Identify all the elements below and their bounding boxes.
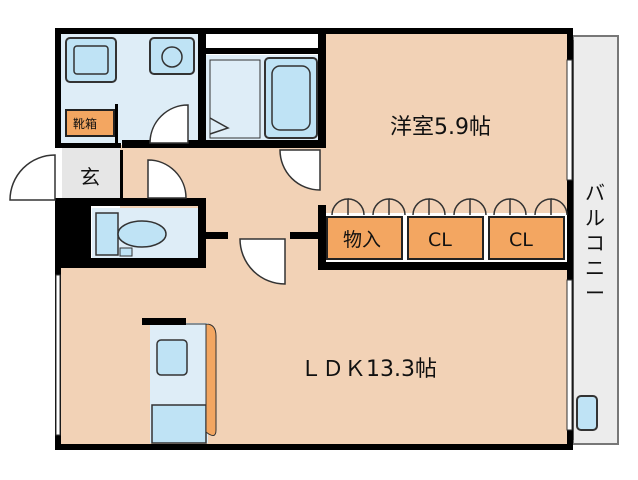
closet-2-box [488, 216, 565, 260]
shoe-box-label: 靴箱 [73, 116, 97, 131]
closet-2-label: CL [509, 229, 533, 251]
counter-icon [186, 323, 217, 436]
storage-label: 物入 [343, 229, 381, 251]
sink-icon [156, 339, 188, 376]
closet-1-label: CL [428, 229, 452, 251]
entrance-floor [62, 147, 120, 202]
shoe-box [65, 109, 115, 137]
window-right-ldk [566, 279, 573, 431]
door-swings [9, 104, 568, 285]
outdoor-unit-icon [576, 395, 598, 431]
walls [55, 28, 573, 450]
balcony-label: バルコニー [585, 181, 605, 305]
western-room-label: 洋室5.9帖 [390, 115, 491, 140]
closet-1-box [407, 216, 484, 260]
window-left [55, 274, 61, 436]
storage-box [326, 216, 403, 260]
western-room-floor [325, 33, 568, 213]
window-right-room [566, 59, 573, 181]
toilet-icon [95, 212, 119, 256]
stove-icon [151, 404, 207, 444]
ldk-label: ＬＤＫ13.3帖 [300, 357, 437, 382]
entrance-label: 玄 [80, 165, 100, 189]
ldk-floor [60, 265, 568, 445]
